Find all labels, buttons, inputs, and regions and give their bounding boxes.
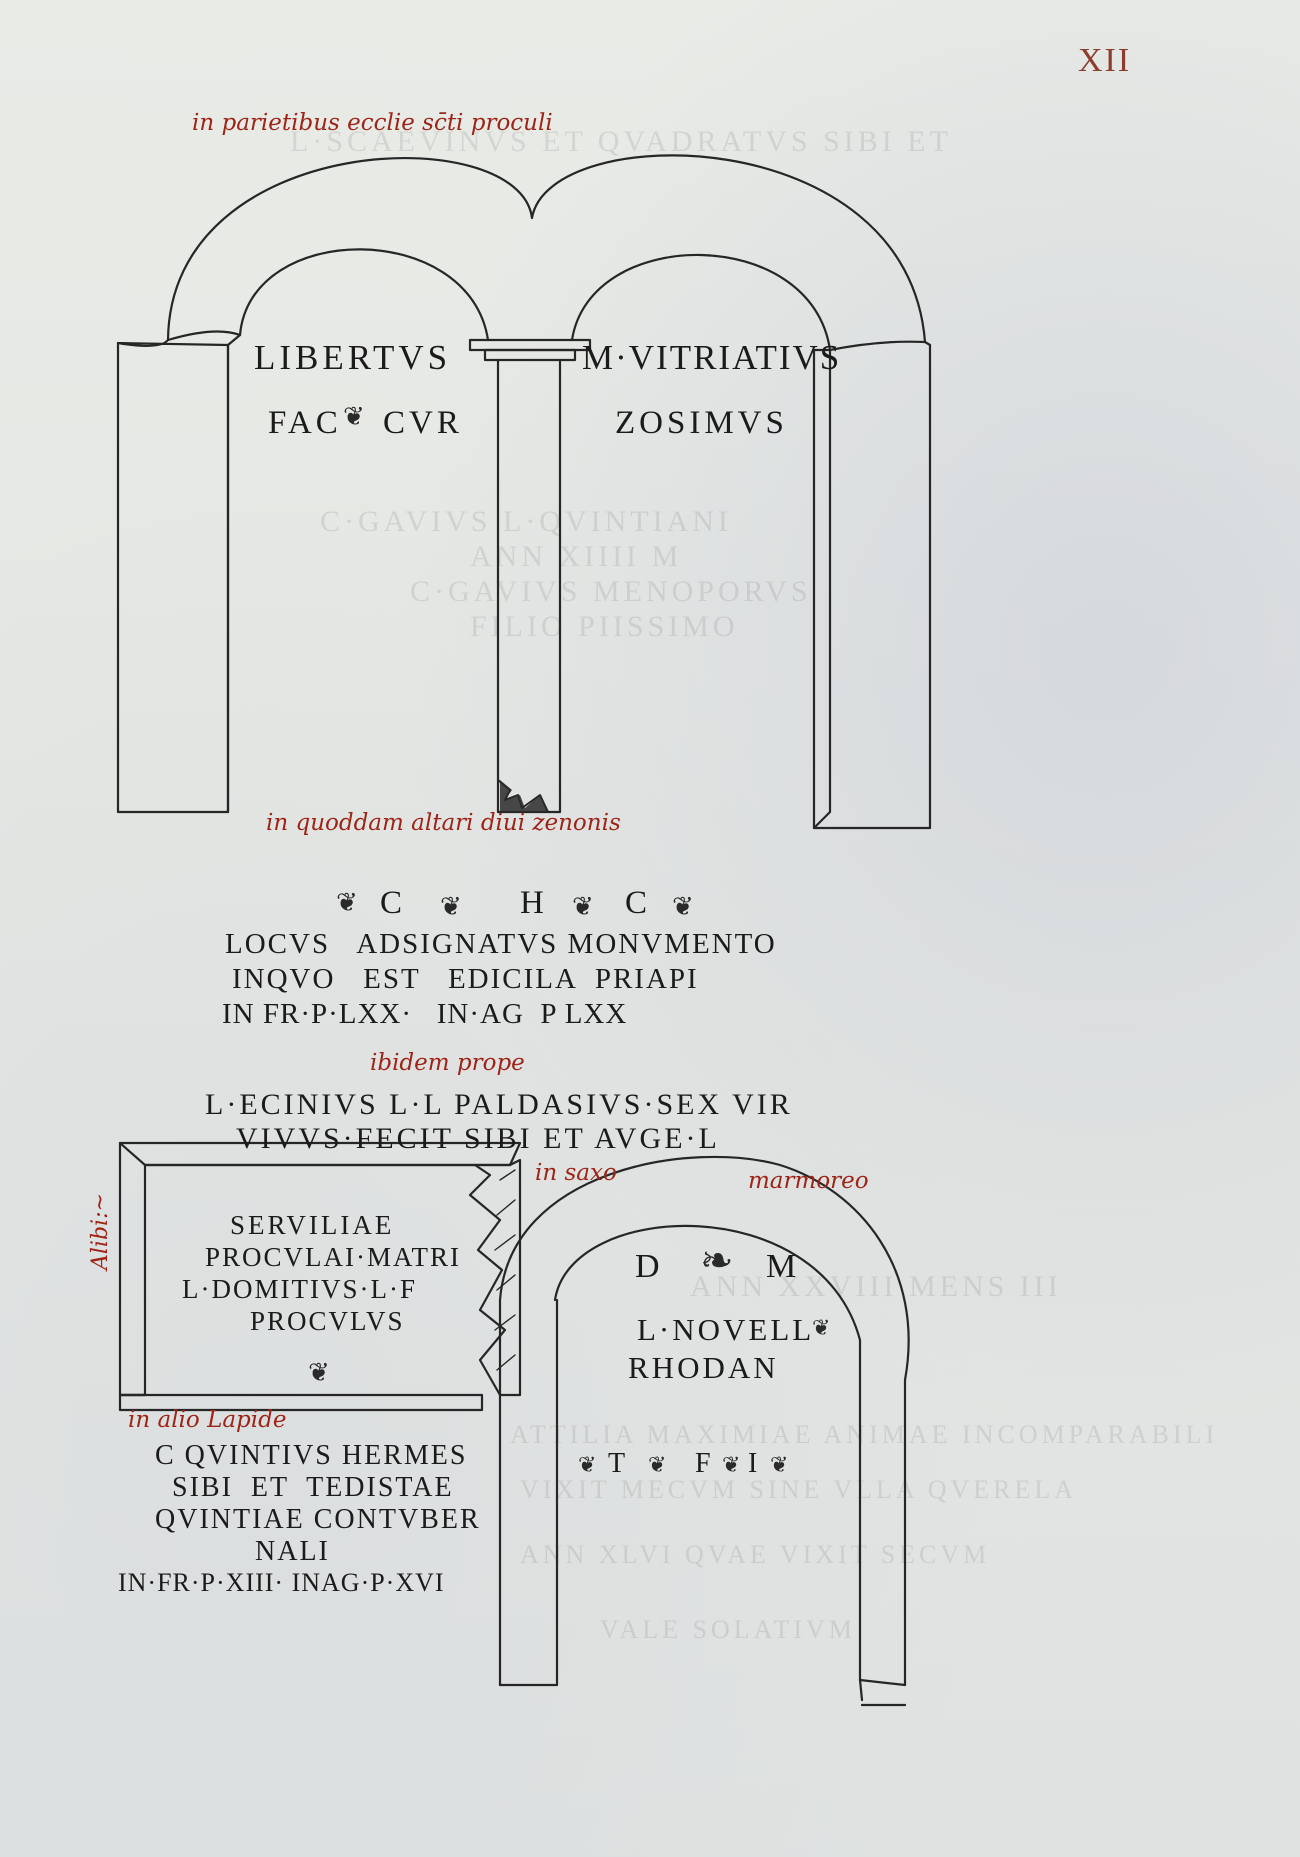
rubric-location-6: in alio Lapide bbox=[128, 1407, 287, 1433]
leaf-icon: ❦ bbox=[770, 1453, 789, 1478]
leaf-icon: ❦ bbox=[722, 1453, 741, 1478]
bleed-through-line: C·GAVIVS L·QVINTIANI bbox=[320, 505, 732, 538]
arch-left-line-2b: CVR bbox=[383, 405, 463, 441]
leaf-icon: ❦ bbox=[578, 1453, 597, 1478]
bleed-through-line: VALE SOLATIVM bbox=[600, 1615, 856, 1644]
servilia-line-3: L·DOMITIVS·L·F bbox=[182, 1274, 417, 1304]
quintius-line-2: SIBI ET TEDISTAE bbox=[172, 1472, 454, 1503]
quintius-line-1: C QVINTIVS HERMES bbox=[155, 1440, 468, 1471]
rubric-location-3: ibidem prope bbox=[370, 1050, 525, 1076]
novell-arch-inner bbox=[553, 1224, 862, 1682]
novell-line-1a: D bbox=[635, 1248, 664, 1285]
leaf-icon: ❧ bbox=[700, 1238, 734, 1284]
leaf-icon: ❦ bbox=[343, 402, 365, 432]
bleed-through-line: C·GAVIVS MENOPORVS bbox=[410, 575, 812, 608]
rubric-location-4: in saxo bbox=[535, 1160, 617, 1186]
rubric-location-5: marmoreo bbox=[748, 1168, 869, 1194]
altar-heading-h: H bbox=[520, 885, 548, 921]
right-wall bbox=[812, 343, 932, 830]
novell-line-4b: F bbox=[695, 1448, 715, 1479]
bleed-through-line: ANN XXVIII MENS III bbox=[690, 1270, 1062, 1303]
arch-left-line-2a: FAC bbox=[268, 405, 342, 441]
altar-line-3: IN FR·P·LXX· IN·AG P LXX bbox=[222, 998, 628, 1030]
ecinius-line-1: L·ECINIVS L·L PALDASIVS·SEX VIR bbox=[205, 1088, 793, 1121]
servilia-line-2: PROCVLAI·MATRI bbox=[205, 1242, 462, 1272]
quintius-line-4: NALI bbox=[255, 1536, 330, 1567]
bleed-through-line: L·SCAEVINVS ET QVADRATVS SIBI ET bbox=[290, 125, 952, 158]
arch-right-line-1: M·VITRIATIVS bbox=[582, 338, 842, 377]
bleed-through-line: ATTILIA MAXIMIAE ANIMAE INCOMPARABILI bbox=[510, 1420, 1219, 1449]
altar-line-2: INQVO EST EDICILA PRIAPI bbox=[232, 963, 699, 995]
arch-inner-right bbox=[570, 253, 832, 352]
central-column bbox=[496, 358, 562, 814]
margin-note: Alibi:~ bbox=[88, 1193, 113, 1270]
novell-arch-outer bbox=[498, 1155, 910, 1687]
leaf-icon: ❦ bbox=[336, 888, 358, 918]
leaf-icon: ❦ bbox=[572, 892, 594, 922]
novell-line-4c: I bbox=[748, 1448, 762, 1479]
folio-number: XII bbox=[1078, 42, 1132, 79]
rubric-location-2: in quoddam altari diui zenonis bbox=[266, 810, 621, 836]
novell-line-1b: M bbox=[766, 1248, 801, 1285]
rubric-location-1: in parietibus ecclie sc̄ti proculi bbox=[192, 110, 553, 136]
novell-line-2: L·NOVELL bbox=[637, 1312, 815, 1347]
arch-outer bbox=[166, 154, 927, 344]
leaf-icon: ❦ bbox=[812, 1316, 831, 1341]
bleed-through-line: FILIO PIISSIMO bbox=[470, 610, 739, 643]
altar-heading-c2: C bbox=[625, 885, 652, 921]
altar-line-1: LOCVS ADSIGNATVS MONVMENTO bbox=[225, 928, 777, 960]
leaf-icon: ❦ bbox=[440, 892, 462, 922]
quintius-line-3: QVINTIAE CONTVBER bbox=[155, 1504, 481, 1535]
leaf-icon: ❦ bbox=[648, 1453, 667, 1478]
servilia-line-1: SERVILIAE bbox=[230, 1210, 395, 1240]
arch-inner-left bbox=[238, 248, 490, 342]
altar-heading-c1: C bbox=[380, 885, 407, 921]
arch-right-line-2: ZOSIMVS bbox=[615, 405, 788, 441]
arch-left-line-1: LIBERTVS bbox=[254, 338, 452, 377]
ecinius-line-2: VIVVS·FECIT SIBI ET AVGE·L bbox=[236, 1122, 720, 1155]
leaf-icon: ❦ bbox=[672, 892, 694, 922]
servilia-stone-broken-edge bbox=[468, 1163, 507, 1397]
servilia-line-4: PROCVLVS bbox=[250, 1306, 405, 1336]
bleed-through-line: VIXIT MECVM SINE VLLA QVERELA bbox=[520, 1475, 1078, 1504]
bleed-through-line: ANN XIIII M bbox=[470, 540, 683, 573]
novell-line-3: RHODAN bbox=[628, 1350, 779, 1385]
leaf-icon: ❦ bbox=[308, 1358, 330, 1388]
left-wall bbox=[116, 341, 230, 814]
quintius-line-5: IN·FR·P·XIII· INAG·P·XVI bbox=[118, 1568, 445, 1597]
column-capital bbox=[468, 338, 592, 352]
bleed-through-line: ANN XLVI QVAE VIXIT SECVM bbox=[520, 1540, 991, 1569]
novell-line-4a: T bbox=[608, 1448, 630, 1479]
